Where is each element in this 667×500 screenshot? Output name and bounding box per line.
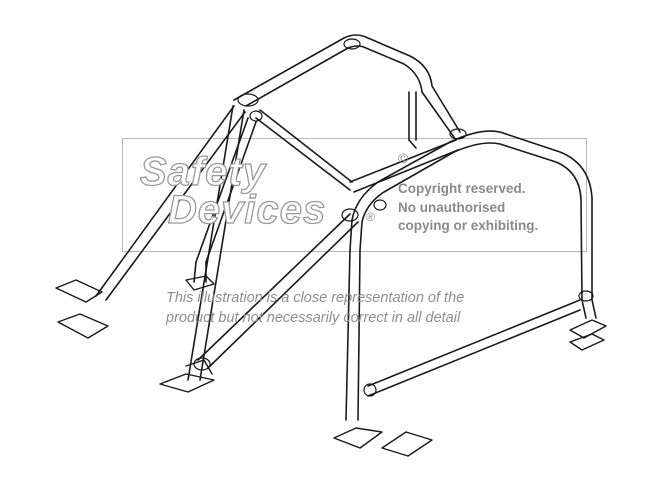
door-bar <box>367 299 581 397</box>
logo-line-devices: Devices <box>167 188 327 232</box>
diagonal-brace <box>197 213 359 369</box>
copyright-line-1: Copyright reserved. <box>398 181 526 196</box>
safety-devices-logo: Safety Devices <box>139 150 327 232</box>
rear-stays <box>408 91 417 149</box>
copyright-notice: Copyright reserved. No unauthorised copy… <box>398 180 538 236</box>
left-front-leg <box>187 105 245 381</box>
registered-mark: ® <box>366 210 375 224</box>
disclaimer-line-2: product but not necessarily correct in a… <box>166 310 461 326</box>
disclaimer-line-1: This illustration is a close representat… <box>166 290 465 306</box>
copyright-mark: © <box>398 150 409 166</box>
foot-plates <box>55 275 607 457</box>
front-hoop <box>345 130 597 421</box>
tube-clamps <box>193 38 594 397</box>
logo-line-safety: Safety <box>139 150 267 194</box>
copyright-line-3: copying or exhibiting. <box>398 218 539 233</box>
rear-main-hoop <box>233 34 461 141</box>
watermark-frame <box>122 138 587 252</box>
copyright-line-2: No unauthorised <box>398 199 506 215</box>
disclaimer-text: This illustration is a close representat… <box>166 288 464 328</box>
left-rear-legs <box>95 105 257 301</box>
roof-bars <box>255 109 459 193</box>
